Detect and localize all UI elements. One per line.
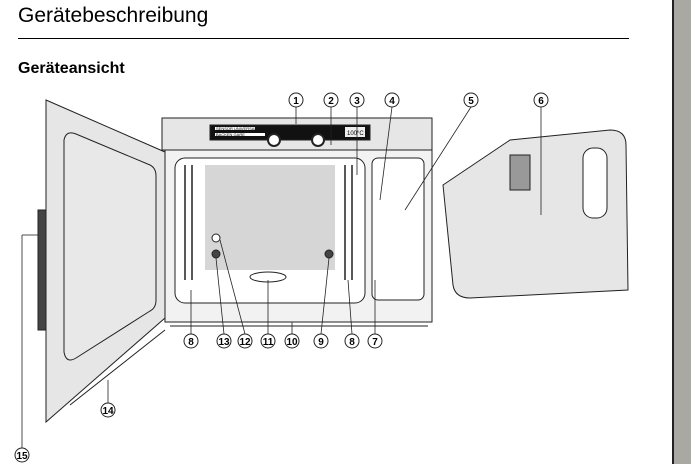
svg-text:6: 6 (538, 96, 544, 107)
callout: 8 (344, 333, 360, 349)
callout: 1 (288, 92, 304, 108)
svg-text:4: 4 (389, 96, 395, 107)
water-container-slot (371, 157, 425, 301)
display-readout: 100°C (347, 131, 364, 137)
svg-text:3: 3 (354, 96, 360, 107)
control-knob (267, 133, 281, 147)
svg-text:5: 5 (468, 96, 474, 107)
page-title: Gerätebeschreibung (18, 4, 209, 27)
control-knob (311, 133, 325, 147)
callout: 5 (463, 92, 479, 108)
callout: 3 (349, 92, 365, 108)
svg-text:7: 7 (372, 337, 378, 348)
callout: 15 (14, 447, 30, 463)
section-title: Geräteansicht (18, 60, 125, 77)
water-container (442, 129, 629, 299)
svg-text:13: 13 (218, 337, 230, 348)
callout: 14 (100, 402, 116, 418)
oven-cavity (164, 149, 433, 327)
callout: 12 (237, 333, 253, 349)
svg-text:12: 12 (239, 337, 251, 348)
svg-text:8: 8 (349, 337, 355, 348)
display-text: BACKEN GARE (216, 132, 245, 137)
callout: 7 (367, 333, 383, 349)
display-text: SENSOR UNIVERSAL (216, 126, 257, 131)
svg-text:15: 15 (16, 451, 28, 462)
svg-text:1: 1 (293, 96, 299, 107)
callout: 13 (216, 333, 232, 349)
callout: 9 (313, 333, 329, 349)
svg-text:2: 2 (328, 96, 334, 107)
callout: 6 (533, 92, 549, 108)
appliance-diagram: 1 2 3 4 5 6 8 13 12 11 10 9 8 7 14 15 SE… (14, 92, 629, 463)
svg-text:10: 10 (286, 337, 298, 348)
door-handle (37, 209, 47, 331)
callout: 2 (323, 92, 339, 108)
svg-text:9: 9 (318, 337, 324, 348)
oven-door (37, 99, 166, 424)
svg-text:8: 8 (188, 337, 194, 348)
page-side-tab (672, 0, 691, 464)
svg-text:11: 11 (263, 337, 274, 348)
control-panel (161, 117, 433, 151)
title-divider (18, 38, 629, 39)
callout: 10 (284, 333, 300, 349)
callout: 4 (384, 92, 400, 108)
svg-text:14: 14 (102, 406, 114, 417)
callout: 8 (183, 333, 199, 349)
callout: 11 (260, 333, 276, 349)
